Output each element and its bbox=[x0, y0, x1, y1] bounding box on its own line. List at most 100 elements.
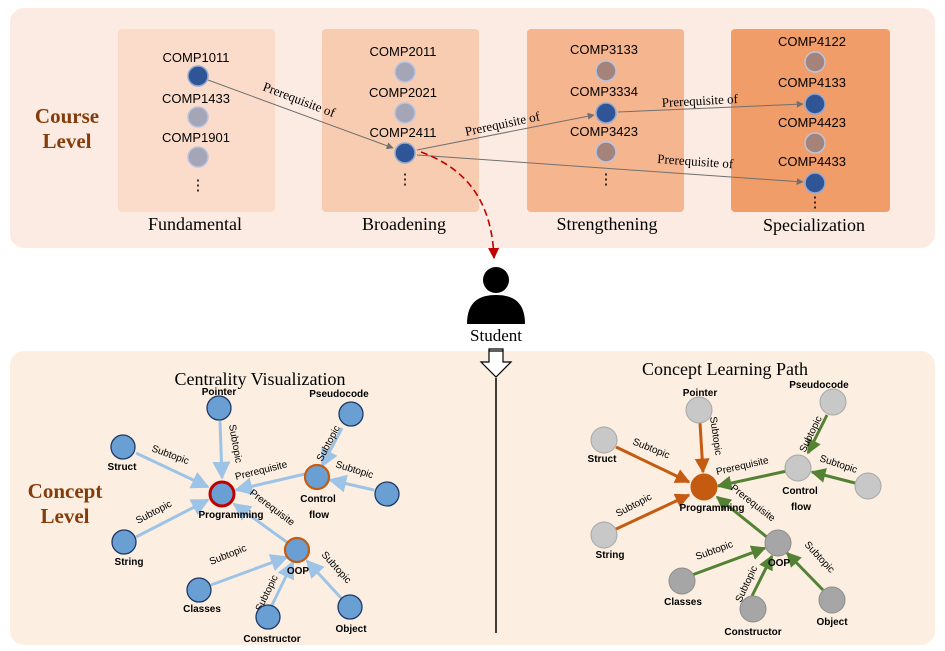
concept-label-constructor: Constructor bbox=[243, 634, 300, 645]
concept-label-control-flow-2: flow bbox=[791, 502, 811, 513]
course-label: COMP2411 bbox=[370, 125, 437, 140]
more-courses-ellipsis: ⋮ bbox=[808, 194, 823, 211]
concept-node-programming bbox=[208, 480, 236, 508]
student-label: Student bbox=[470, 326, 522, 345]
course-label: COMP4423 bbox=[778, 115, 846, 130]
concept-node-struct bbox=[110, 434, 136, 460]
concept-label-object: Object bbox=[816, 617, 848, 628]
more-courses-ellipsis: ⋮ bbox=[398, 171, 413, 188]
course-label: COMP4122 bbox=[778, 34, 846, 49]
prerequisite-edge bbox=[617, 100, 804, 113]
centrality-visualization-title: Centrality Visualization bbox=[174, 369, 345, 389]
course-node bbox=[595, 60, 617, 82]
concept-label-control-flow-1: Control bbox=[300, 494, 336, 505]
course-level-label-line2: Level bbox=[43, 129, 92, 153]
column-title-broadening: Broadening bbox=[362, 214, 446, 234]
course-label: COMP2011 bbox=[370, 44, 437, 59]
concept-node-string bbox=[111, 529, 137, 555]
prerequisite-edge bbox=[416, 112, 595, 151]
concept-node-constructor bbox=[739, 595, 767, 623]
concept-label-constructor: Constructor bbox=[724, 627, 781, 638]
concept-label-classes: Classes bbox=[183, 604, 221, 615]
centrality-graph-edges bbox=[135, 420, 375, 606]
prerequisite-edge bbox=[416, 154, 804, 186]
concept-label-control-flow-1: Control bbox=[782, 486, 818, 497]
learning-path-nodes bbox=[590, 388, 882, 623]
down-arrow-icon-overlay bbox=[479, 350, 513, 378]
course-node bbox=[595, 141, 617, 163]
concept-node-pointer bbox=[685, 396, 713, 424]
column-title-strengthening: Strengthening bbox=[557, 214, 658, 234]
concept-node-pseudocode bbox=[338, 401, 364, 427]
concept-label-pseudocode: Pseudocode bbox=[309, 389, 369, 400]
concept-label-string: String bbox=[596, 550, 625, 561]
course-label: COMP3423 bbox=[570, 124, 638, 139]
course-label: COMP4433 bbox=[778, 154, 846, 169]
course-node bbox=[804, 132, 826, 154]
course-node bbox=[595, 102, 617, 124]
more-courses-ellipsis: ⋮ bbox=[191, 177, 206, 194]
column-title-fundamental: Fundamental bbox=[148, 214, 242, 234]
concept-label-pointer: Pointer bbox=[202, 387, 237, 398]
course-label: COMP3334 bbox=[570, 84, 638, 99]
concept-node-pseudocode bbox=[819, 388, 847, 416]
concept-node-struct bbox=[590, 426, 618, 454]
course-label: COMP2021 bbox=[369, 85, 437, 100]
concept-label-string: String bbox=[115, 557, 144, 568]
concept-node-control-flow bbox=[784, 454, 812, 482]
course-node bbox=[187, 146, 209, 168]
concept-label-oop: OOP bbox=[768, 558, 791, 569]
concept-node-oop bbox=[764, 529, 792, 557]
concept-node-pointer bbox=[206, 395, 232, 421]
student-link-arrow bbox=[420, 151, 500, 260]
subtopic-label: Subtopic bbox=[707, 416, 723, 456]
course-node bbox=[394, 61, 416, 83]
column-specialization bbox=[731, 29, 890, 212]
column-title-specialization: Specialization bbox=[763, 215, 865, 235]
course-node bbox=[804, 51, 826, 73]
course-label: COMP4133 bbox=[778, 75, 846, 90]
course-node bbox=[394, 102, 416, 124]
concept-node-constructor bbox=[255, 604, 281, 630]
concept-label-programming: Programming bbox=[198, 510, 263, 521]
concept-label-struct: Struct bbox=[108, 462, 138, 473]
concept-level-label-line2: Level bbox=[41, 504, 90, 528]
prerequisite-label: Prerequisite of bbox=[657, 151, 735, 171]
concept-label-struct: Struct bbox=[588, 454, 618, 465]
concept-node-object bbox=[818, 586, 846, 614]
more-courses-ellipsis: ⋮ bbox=[599, 171, 614, 188]
course-label: COMP1433 bbox=[162, 91, 230, 106]
course-label: COMP3133 bbox=[570, 42, 638, 57]
concept-node-classes bbox=[186, 577, 212, 603]
course-node bbox=[187, 106, 209, 128]
concept-node-practice bbox=[374, 481, 400, 507]
concept-level-panel bbox=[10, 351, 935, 645]
course-label: COMP1901 bbox=[162, 130, 230, 145]
concept-learning-path-title: Concept Learning Path bbox=[642, 359, 808, 379]
prerequisite-label: Prerequisite of bbox=[661, 91, 739, 110]
concept-node-classes bbox=[668, 567, 696, 595]
concept-node-string bbox=[590, 521, 618, 549]
concept-node-oop bbox=[283, 536, 311, 564]
concept-label-oop: OOP bbox=[287, 566, 310, 577]
course-node bbox=[804, 93, 826, 115]
centrality-graph-nodes bbox=[110, 395, 400, 630]
course-label: COMP1011 bbox=[163, 50, 230, 65]
course-level-label-line1: Course bbox=[35, 104, 99, 128]
learning-path-orange-edges bbox=[613, 422, 710, 532]
concept-label-pseudocode: Pseudocode bbox=[789, 380, 849, 391]
concept-node-control-flow bbox=[303, 463, 331, 491]
course-node bbox=[187, 65, 209, 87]
concept-label-classes: Classes bbox=[664, 597, 702, 608]
concept-label-object: Object bbox=[335, 624, 367, 635]
course-node bbox=[394, 142, 416, 164]
concept-node-object bbox=[337, 594, 363, 620]
concept-label-programming: Programming bbox=[679, 503, 744, 514]
concept-node-practice bbox=[854, 472, 882, 500]
concept-node-programming bbox=[690, 473, 718, 501]
concept-label-pointer: Pointer bbox=[683, 388, 718, 399]
prerequisite-edge bbox=[207, 79, 394, 150]
concept-level-label-line1: Concept bbox=[28, 479, 103, 503]
course-node bbox=[804, 172, 826, 194]
